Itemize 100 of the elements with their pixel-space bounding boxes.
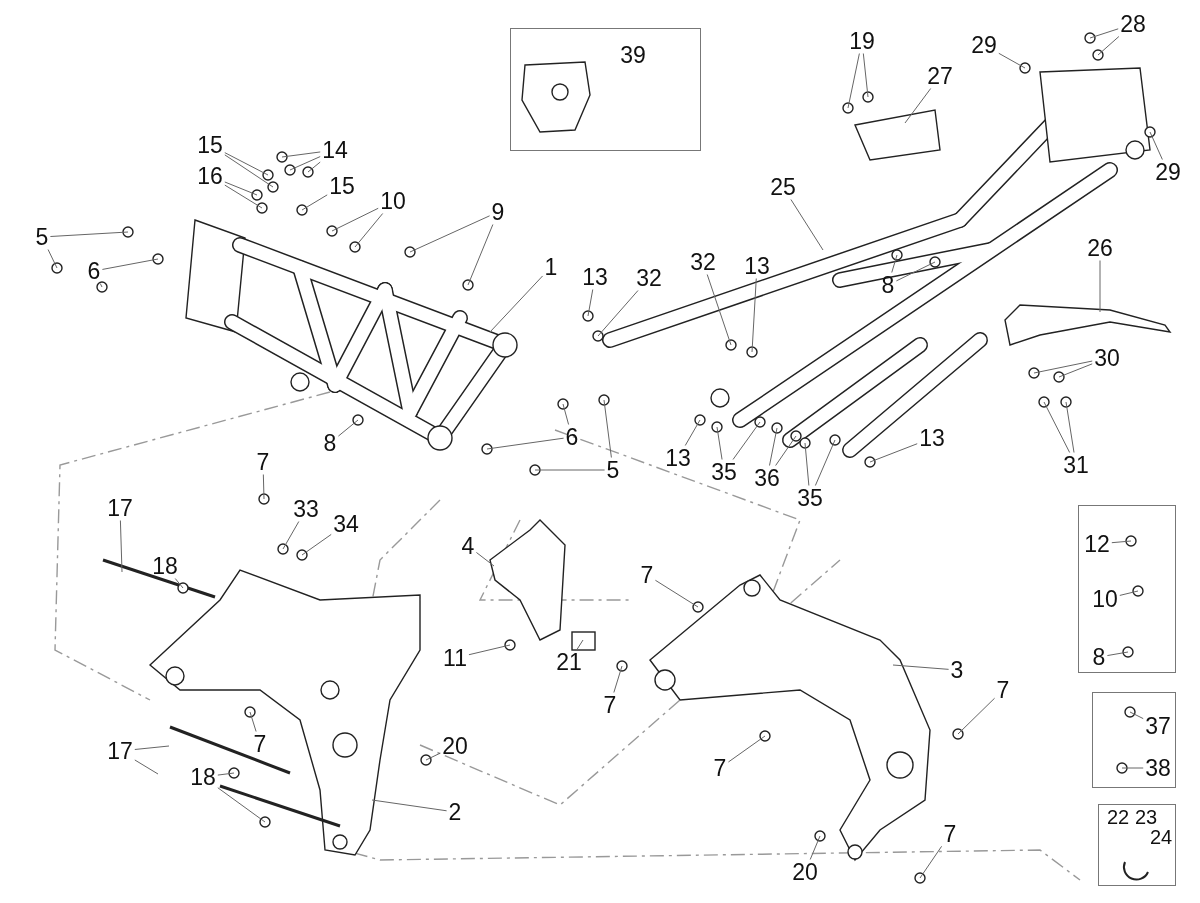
leader-line [307,161,321,173]
leader-line [1119,590,1139,596]
callout-number: 21 [556,650,582,674]
leader-line [1043,401,1071,453]
callout-number: 29 [1155,160,1181,184]
leader-line [224,152,269,176]
callout-number: 19 [849,29,875,53]
leader-line [47,249,58,269]
leader-line [134,745,170,750]
inset-frame [1078,505,1176,673]
callout-number: 23 [1134,807,1158,827]
leader-line [751,278,757,353]
leader-line [684,419,701,446]
leader-line [919,845,943,879]
leader-line [289,156,321,171]
callout-number: 37 [1145,714,1171,738]
callout-number: 12 [1084,532,1110,556]
leader-line [597,290,639,337]
leader-line [249,711,257,732]
leader-line [534,469,606,471]
leader-line [174,578,184,589]
callout-number: 24 [1149,827,1173,847]
leader-line [486,437,565,450]
leader-line [775,435,797,466]
leader-line [371,799,448,812]
leader-line [99,283,103,288]
callout-number: 35 [797,486,823,510]
callout-number: 3 [950,658,964,682]
leader-line [895,261,936,282]
callout-number: 32 [690,250,716,274]
leader-line [224,184,263,209]
callout-number: 15 [329,174,355,198]
callout-number: 29 [971,33,997,57]
leader-line [217,772,235,776]
leader-line [727,735,766,763]
leader-line [1111,540,1132,544]
callout-number: 7 [603,693,617,717]
callout-number: 7 [943,822,957,846]
leader-line [790,199,824,251]
callout-number: 18 [190,765,216,789]
leader-line [847,53,860,109]
callout-number: 16 [197,164,223,188]
leader-line [732,421,761,460]
leader-line [224,154,274,188]
callout-number: 7 [996,678,1010,702]
callout-number: 28 [1120,12,1146,36]
leader-line [1065,401,1075,453]
callout-number: 34 [333,512,359,536]
callout-number: 7 [640,563,654,587]
leader-line [337,419,359,437]
leader-line [613,665,623,693]
callout-number: 5 [35,225,49,249]
callout-number: 7 [253,732,267,756]
callout-number: 11 [443,646,467,670]
callout-number: 27 [927,64,953,88]
callout-number: 20 [442,734,468,758]
callout-number: 36 [754,466,780,490]
callout-number: 30 [1094,346,1120,370]
leader-line [49,231,129,237]
leader-line [1106,651,1129,657]
callout-number: 10 [380,189,406,213]
callout-number: 13 [582,265,608,289]
callout-number: 1 [544,255,558,279]
leader-line [1089,28,1119,39]
callout-number: 17 [107,739,133,763]
leader-line [475,551,495,567]
leader-line [301,533,332,556]
leader-line [654,579,699,608]
leader-line [603,399,612,458]
callout-number: 17 [107,496,133,520]
leader-line [562,403,570,425]
callout-number: 20 [792,860,818,884]
leader-line [804,442,810,486]
callout-number: 10 [1092,587,1118,611]
callout-number: 22 [1106,807,1130,827]
callout-number: 4 [461,534,475,558]
leader-line [409,215,491,253]
leader-line [101,258,159,270]
callout-number: 7 [256,450,270,474]
leader-line [769,427,778,466]
leader-line [891,254,898,273]
leader-line [706,274,732,346]
leader-line [354,213,384,248]
leader-line [468,644,511,656]
leader-line [576,639,584,650]
leader-line [1058,363,1093,378]
callout-number: 25 [770,175,796,199]
leader-line [587,289,594,317]
callout-number: 5 [606,458,620,482]
leader-line [998,52,1026,69]
leader-line [957,697,996,735]
callout-number: 33 [293,497,319,521]
leader-line [301,194,328,211]
leader-line [1099,260,1101,313]
leader-line [1149,131,1163,160]
inset-frame [1098,804,1176,886]
leader-line [904,88,932,124]
callout-number: 32 [636,266,662,290]
callout-number: 6 [87,259,101,283]
leader-line [489,275,544,333]
